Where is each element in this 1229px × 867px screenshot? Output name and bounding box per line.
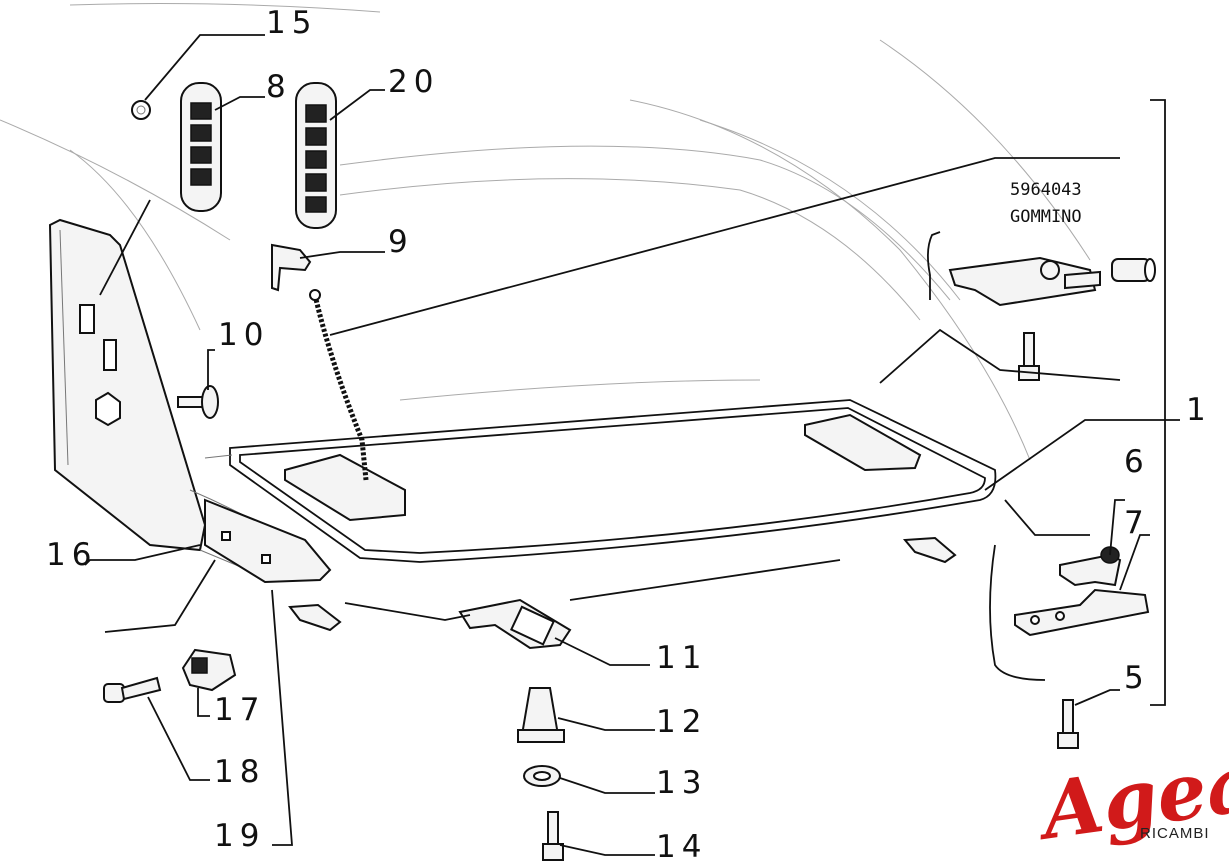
switch-plate-8	[180, 82, 222, 212]
note-part-name: GOMMINO	[1010, 207, 1082, 227]
callout-18: 18	[214, 754, 265, 790]
callout-20: 20	[388, 64, 439, 100]
callout-labels: 15 8 20 9 10 1 16 6 7 11 17 12 5 18 13 1…	[46, 5, 1212, 865]
agea-logo: Agea RICAMBI	[1030, 737, 1229, 858]
grommet-icon	[1111, 258, 1156, 282]
callout-14: 14	[656, 829, 707, 865]
callout-17: 17	[214, 692, 265, 728]
hinge-bracket-11	[458, 598, 572, 650]
bolt-icon	[542, 811, 564, 861]
push-nut	[131, 100, 151, 120]
panel-bracket	[204, 498, 332, 584]
clip-nut-17	[181, 648, 237, 692]
washer-icon	[523, 765, 561, 787]
callout-19: 19	[214, 818, 265, 854]
callout-13: 13	[656, 765, 707, 801]
callout-11: 11	[656, 640, 707, 676]
callout-12: 12	[656, 704, 707, 740]
switch-plate-20	[295, 82, 337, 229]
bracket-7	[1014, 588, 1150, 637]
logo-sub: RICAMBI	[1140, 825, 1210, 842]
bracket-6	[1059, 546, 1122, 587]
clip-9	[271, 243, 312, 292]
bumper-icon	[517, 687, 565, 743]
callout-6: 6	[1124, 444, 1150, 480]
support-cable	[309, 289, 369, 481]
screw-18	[103, 676, 162, 703]
leader-lines	[84, 34, 1180, 856]
callout-5: 5	[1124, 660, 1150, 696]
callout-10: 10	[218, 317, 269, 353]
bolt-5	[1057, 699, 1079, 749]
stud-10	[177, 385, 219, 419]
callout-7: 7	[1124, 505, 1150, 541]
part-note: 5964043 GOMMINO	[1010, 180, 1082, 227]
callout-8: 8	[266, 69, 292, 105]
parcel-shelf	[204, 399, 997, 563]
callout-15: 15	[266, 5, 317, 41]
background-body-lines	[0, 3, 1091, 461]
note-part-number: 5964043	[1010, 180, 1082, 200]
callout-1: 1	[1186, 392, 1212, 428]
callout-16: 16	[46, 537, 97, 573]
small-clips	[288, 536, 957, 632]
callout-9: 9	[388, 224, 414, 260]
hinge-assembly	[948, 256, 1156, 307]
